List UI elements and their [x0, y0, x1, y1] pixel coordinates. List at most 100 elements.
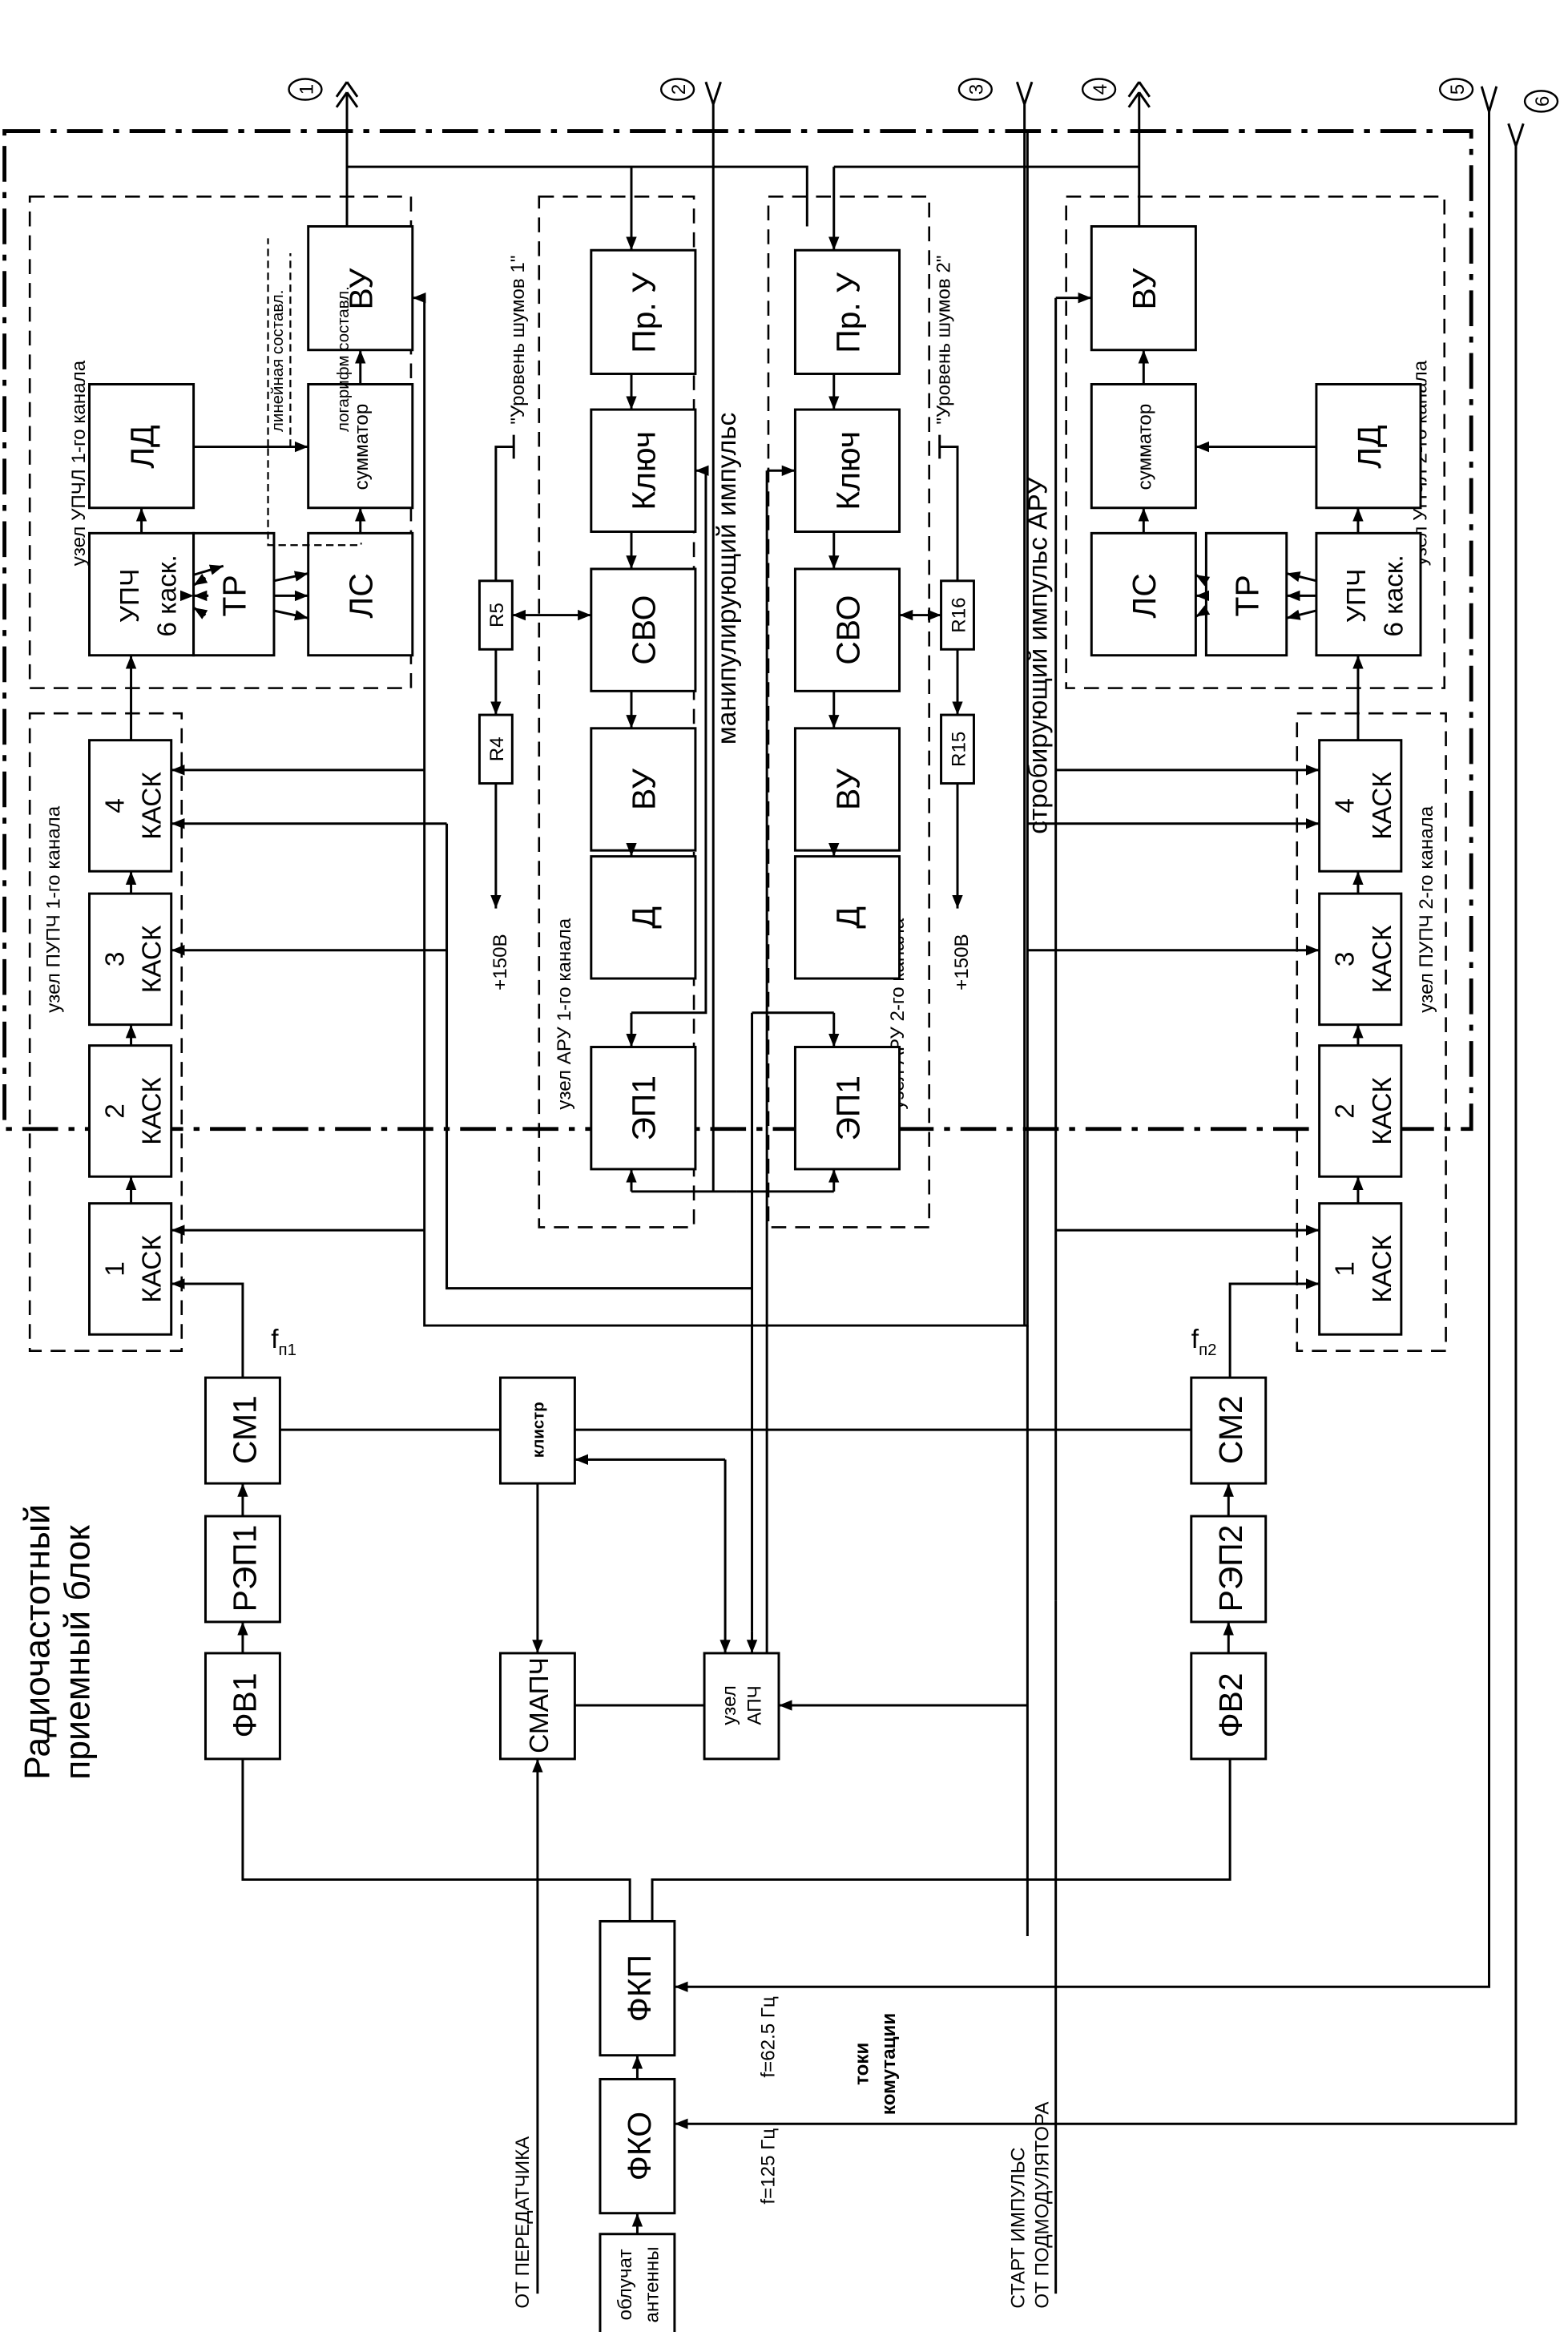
block-kask-1-ch1: 1 КАСК [88, 1202, 173, 1336]
block-vu-aru-1: ВУ [590, 727, 697, 852]
svg-text:ФВ1: ФВ1 [227, 1672, 264, 1737]
node-pupch-1 [28, 712, 183, 1352]
svg-text:ФКО: ФКО [621, 2112, 658, 2181]
svg-text:Пр. У: Пр. У [829, 272, 866, 353]
start-impulse-label: СТАРТ ИМПУЛЬС [1008, 2147, 1030, 2308]
svg-text:ВУ: ВУ [343, 268, 380, 310]
fp1-label: fп1 [271, 1325, 296, 1359]
svg-text:ТР: ТР [216, 575, 253, 616]
svg-text:УПЧ: УПЧ [115, 569, 145, 623]
block-kask-4-ch2: 4 КАСК [1318, 739, 1403, 873]
svg-text:4: 4 [1330, 798, 1360, 813]
svg-text:СВО: СВО [626, 595, 663, 665]
svg-text:СМ1: СМ1 [227, 1395, 264, 1464]
resistor-r5: R5 [478, 579, 514, 651]
svg-text:6 каск.: 6 каск. [152, 555, 182, 636]
connector-1-label: 1 [296, 84, 317, 95]
connector-6-label: 6 [1532, 96, 1554, 107]
node-upchl-2 [1065, 196, 1446, 689]
connector-3-label: 3 [966, 84, 988, 95]
block-fv1: ФВ1 [204, 1652, 281, 1761]
block-upch-1: УПЧ 6 каск. [88, 531, 195, 657]
svg-text:РЭП1: РЭП1 [227, 1525, 264, 1612]
svg-text:Д: Д [626, 906, 663, 929]
svg-text:ВУ: ВУ [1126, 268, 1163, 310]
block-ld-1: ЛД [88, 383, 195, 510]
svg-text:Ключ: Ключ [626, 431, 663, 510]
svg-text:РЭП2: РЭП2 [1212, 1525, 1249, 1612]
svg-text:ЭП1: ЭП1 [829, 1075, 866, 1141]
block-cm1: СМ1 [204, 1376, 281, 1485]
svg-text:облучат: облучат [615, 2249, 636, 2320]
block-vu-aru-2: ВУ [793, 727, 901, 852]
svg-text:R5: R5 [486, 603, 508, 627]
svg-text:АПЧ: АПЧ [744, 1685, 766, 1725]
v150-label-2: +150В [951, 934, 973, 990]
noise-level-2-label: "Уровень шумов 2" [933, 256, 955, 425]
node-pupch-2-label: узел ПУПЧ 2-го канала [1416, 805, 1437, 1013]
connector-4: 4 [1081, 78, 1151, 108]
block-summator-2: сумматор [1090, 383, 1197, 510]
v150-label-1: +150В [490, 934, 511, 990]
svg-text:ЭП1: ЭП1 [626, 1075, 663, 1141]
noise-level-1-label: "Уровень шумов 1" [507, 256, 529, 425]
block-d-2: Д [793, 855, 901, 980]
svg-text:КАСК: КАСК [138, 925, 167, 993]
block-apch: узел АПЧ [703, 1652, 780, 1761]
connector-6: 6 [1507, 90, 1559, 150]
block-ld-2: ЛД [1315, 383, 1422, 510]
svg-text:УПЧ: УПЧ [1342, 569, 1372, 623]
block-tr-1: ТР [192, 531, 276, 657]
block-tr-2: ТР [1204, 531, 1288, 657]
connector-2: 2 [659, 78, 722, 131]
node-upchl-1-label: узел УПЧЛ 1-го канала [68, 360, 90, 566]
fp2-label: fп2 [1191, 1325, 1217, 1359]
block-rep2: РЭП2 [1190, 1515, 1268, 1624]
svg-text:антенны: антенны [641, 2246, 663, 2322]
svg-text:4: 4 [100, 798, 130, 813]
block-kask-2-ch2: 2 КАСК [1318, 1044, 1403, 1178]
block-fv2: ФВ2 [1190, 1652, 1268, 1761]
block-summator-1: сумматор [307, 383, 414, 510]
svg-text:сумматор: сумматор [351, 404, 373, 490]
svg-text:сумматор: сумматор [1135, 404, 1156, 490]
block-pru-1: Пр. У [590, 248, 697, 375]
svg-text:2: 2 [1330, 1103, 1360, 1119]
svg-text:ЛС: ЛС [343, 573, 380, 618]
svg-text:клистр: клистр [529, 1402, 547, 1458]
svg-text:ЛС: ЛС [1126, 573, 1163, 618]
block-kask-1-ch2: 1 КАСК [1318, 1202, 1403, 1336]
block-kask-3-ch1: 3 КАСК [88, 892, 173, 1027]
block-ep1-1: ЭП1 [590, 1046, 697, 1171]
svg-text:ВУ: ВУ [829, 768, 866, 810]
block-rep1: РЭП1 [204, 1515, 281, 1624]
block-cm2: СМ2 [1190, 1376, 1268, 1485]
svg-text:6 каск.: 6 каск. [1380, 555, 1409, 636]
block-svo-2: СВО [793, 567, 901, 692]
block-obluchatel: облучат антенны [599, 2233, 676, 2332]
svg-text:СМ2: СМ2 [1212, 1395, 1249, 1464]
svg-text:КАСК: КАСК [1368, 925, 1397, 993]
connector-4-label: 4 [1090, 84, 1111, 95]
freq-125-label: f=125 Гц [757, 2128, 779, 2205]
block-kluch-1: Ключ [590, 408, 697, 533]
svg-text:КАСК: КАСК [138, 1235, 167, 1303]
svg-text:1: 1 [1330, 1261, 1360, 1277]
block-vu-2: ВУ [1090, 225, 1197, 352]
svg-text:3: 3 [100, 952, 130, 967]
node-aru-1 [538, 196, 695, 1229]
block-klistr: клистр [498, 1376, 576, 1485]
freq-62-5-label: f=62.5 Гц [757, 1996, 779, 2078]
svg-text:узел: узел [719, 1685, 740, 1725]
resistor-r15: R15 [940, 713, 975, 785]
from-submodulator-label: ОТ ПОДМОДУЛЯТОРА [1031, 2101, 1053, 2309]
block-title-line1: Радиочастотный [18, 1504, 57, 1780]
block-fkp: ФКП [599, 1919, 676, 2057]
node-pupch-2 [1296, 712, 1447, 1352]
block-title-line2: приемный блок [58, 1525, 98, 1780]
block-svo-1: СВО [590, 567, 697, 692]
block-ep1-2: ЭП1 [793, 1046, 901, 1171]
strob-impulse-label: стробирующий импульс АРУ [1024, 477, 1054, 834]
block-kask-3-ch2: 3 КАСК [1318, 892, 1403, 1027]
